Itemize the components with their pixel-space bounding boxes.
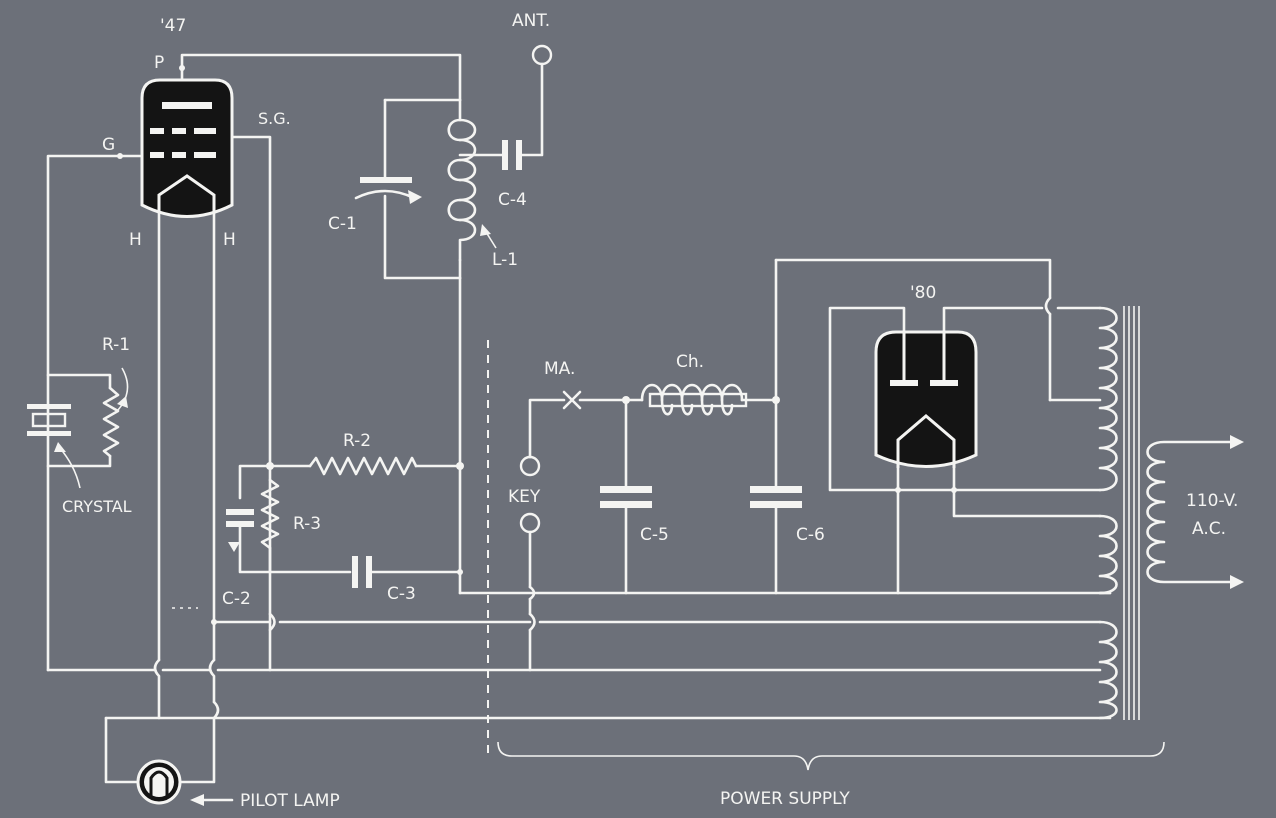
key-ma-choke (519, 258, 802, 672)
ma-label: MA. (544, 359, 575, 379)
c4-label: C-4 (498, 190, 527, 210)
pilot-lamp-label: PILOT LAMP (240, 791, 340, 811)
pilot-lamp (104, 716, 234, 806)
tube-47 (140, 78, 234, 218)
c6-label: C-6 (796, 525, 825, 545)
key-label: KEY (508, 487, 541, 507)
c3-label: C-3 (387, 584, 416, 604)
tank-circuit (354, 44, 1112, 595)
antenna-label: ANT. (512, 11, 550, 31)
c2-label: C-2 (222, 589, 251, 609)
bus-lines (46, 607, 1112, 720)
tube-80 (874, 330, 978, 468)
c5-label: C-5 (640, 525, 669, 545)
r2-label: R-2 (343, 431, 371, 451)
heater-left-label: H (129, 230, 142, 250)
grid-label: G (102, 135, 115, 155)
screen-bypass-network (226, 456, 464, 588)
power-transformer (1098, 306, 1244, 720)
r1-label: R-1 (102, 335, 130, 355)
power-supply-brace (497, 741, 1165, 771)
l1-label: L-1 (492, 250, 518, 270)
tube-80-label: '80 (910, 283, 936, 303)
screen-grid-label: S.G. (258, 109, 291, 128)
c1-label: C-1 (328, 214, 357, 234)
crystal-and-r1 (27, 367, 129, 489)
heater-right-label: H (223, 230, 236, 250)
line-voltage-label-1: 110-V. (1186, 491, 1238, 511)
crystal-label: CRYSTAL (62, 497, 132, 516)
line-voltage-label-2: A.C. (1192, 519, 1226, 539)
choke-label: Ch. (676, 352, 704, 372)
power-supply-label: POWER SUPPLY (720, 789, 850, 809)
tube-47-label: '47 (160, 16, 186, 36)
plate-label: P (154, 53, 164, 73)
rectifier-wiring (774, 258, 1112, 595)
r3-label: R-3 (293, 514, 321, 534)
